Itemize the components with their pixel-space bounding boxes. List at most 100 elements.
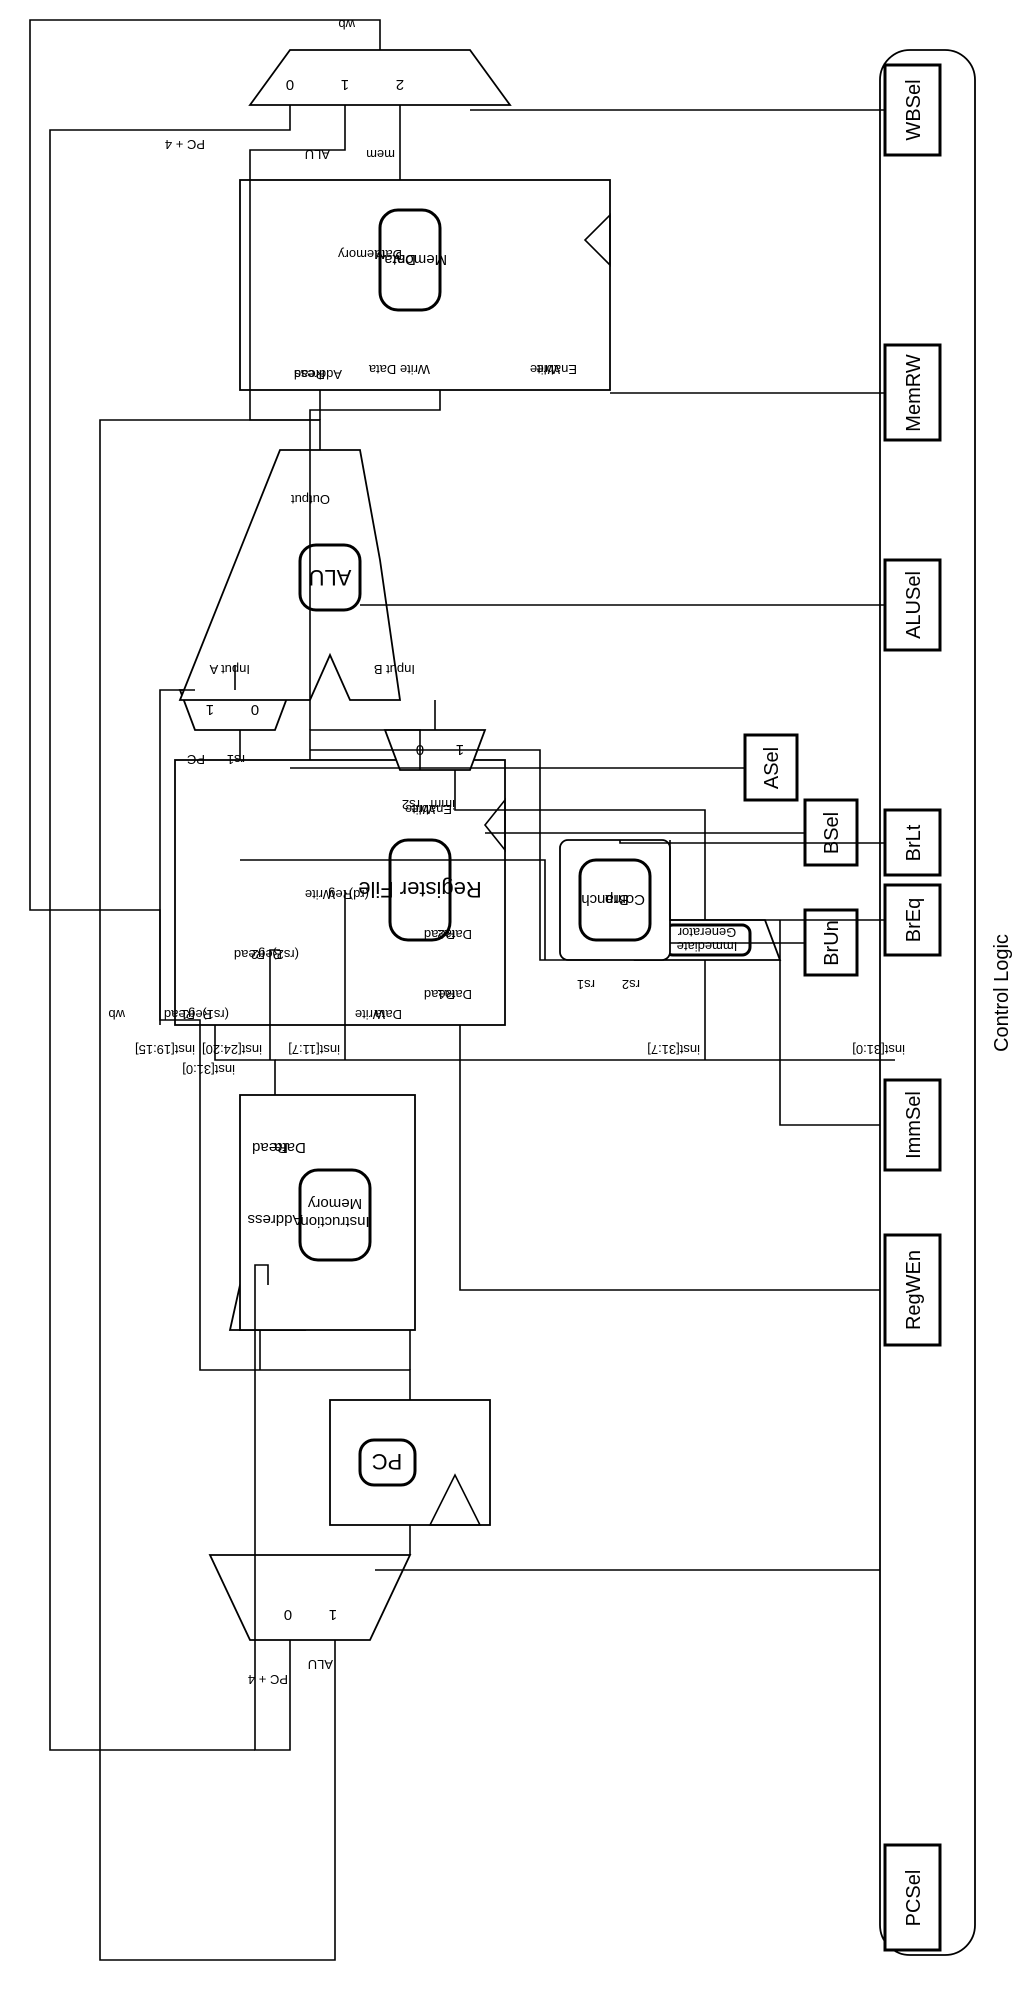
wb-mux (248, 49, 512, 106)
rf-label: Register File (358, 877, 481, 902)
rf-read-data2-a: Read (424, 927, 455, 942)
memrw-label: MemRW (903, 354, 925, 432)
regwen-box: RegWEn (883, 1233, 942, 1347)
immgen-label-1: Immediate (677, 939, 738, 954)
imem-data-label: Data (274, 1139, 306, 1156)
pcmux-input-1: 1 (329, 1606, 337, 1623)
imem-label-1: Instruction (300, 1213, 369, 1230)
pcmux-input-0: 0 (284, 1606, 292, 1623)
dmem-memory-data-b: Data (374, 247, 402, 262)
alu-inner-box (298, 543, 362, 612)
imem-address-label: Address (247, 1211, 302, 1228)
rf-read-reg1-c: (rs1) (202, 1007, 229, 1022)
breq-label: BrEq (903, 898, 925, 942)
wbmux-mem-label: mem (366, 147, 395, 162)
alu-label: ALU (309, 565, 352, 590)
dmem-label-1: Data (384, 251, 416, 268)
wbmux-pc4-label: PC + 4 (165, 137, 205, 152)
wbsel-box: WBSel (883, 63, 942, 157)
rf-read-data2-b: Data2 (437, 927, 472, 942)
pcsel-label: PCSel (903, 1870, 925, 1927)
wb-top-label: wb (338, 17, 356, 32)
wb-rf-label: wb (108, 1007, 126, 1022)
rf-write-data-a: Write (355, 1007, 385, 1022)
memrw-box: MemRW (883, 343, 942, 442)
rf-write-reg-b: Reg (328, 887, 352, 902)
branch-rs2-label: rs2 (622, 977, 640, 992)
bsel-label: BSel (821, 812, 843, 854)
imem-inner-box (298, 1168, 372, 1262)
inst-11-7-label: inst[11:7] (288, 1042, 340, 1057)
bmux-rs2-label: rs2 (402, 797, 420, 812)
imem-read-label: Read (252, 1139, 288, 1156)
amux-pc-label: PC (187, 752, 205, 767)
inst-31-0-b-label: inst[31:0] (852, 1042, 905, 1057)
rf-write-reg-c: (rd) (349, 887, 369, 902)
alu-input-a-label: Input A (209, 662, 250, 677)
pc-mux (208, 1554, 412, 1641)
dmem-memory-data-a: Memory (338, 247, 385, 262)
pc-clock-triangle (428, 1473, 482, 1526)
dmem-write-enable-b: Enable (537, 362, 577, 377)
inst-19-15-label: inst[19:15] (135, 1042, 195, 1057)
dmem-label-2: Memory (392, 251, 447, 268)
register-file (174, 759, 506, 1026)
branch-rs1-label: rs1 (577, 977, 595, 992)
rf-write-data-b: Data (374, 1007, 402, 1022)
pcmux-alu-label: ALU (308, 1657, 333, 1672)
rf-read-data1-b: Data1 (437, 987, 472, 1002)
breq-box: BrEq (883, 883, 942, 957)
amux-input-1: 1 (206, 701, 214, 718)
wbsel-label: WBSel (903, 79, 925, 140)
branch-comp-label-2: Comp (605, 891, 645, 908)
inst-24-20-label: inst[24:20] (202, 1042, 262, 1057)
brun-label: BrUn (821, 920, 843, 966)
amux-input-0: 0 (251, 701, 259, 718)
regwen-label: RegWEn (903, 1250, 925, 1330)
rf-write-enable-a: Write (405, 802, 435, 817)
rf-read-reg1-a: Read (164, 1007, 195, 1022)
inst-31-7-label: inst[31:7] (647, 1042, 700, 1057)
rf-write-reg-a: Write (305, 887, 335, 902)
rf-read-reg2-a: Read (234, 947, 265, 962)
rf-read-data1-a: Read (424, 987, 455, 1002)
pcmux-pc4-label: PC + 4 (248, 1672, 288, 1687)
amux-rs1-label: rs1 (227, 752, 245, 767)
dmem-inner-box (378, 208, 442, 312)
asel-box: ASel (743, 733, 799, 802)
control-logic-bar (879, 49, 976, 1956)
dmem-write-enable-a: Write (530, 362, 560, 377)
dmem-clock-triangle (583, 213, 611, 267)
wbmux-input-0: 0 (286, 76, 294, 93)
pc-label: PC (372, 1449, 403, 1474)
bsel-box: BSel (803, 798, 859, 867)
rf-clock-triangle (483, 797, 506, 853)
brun-box: BrUn (803, 908, 859, 977)
asel-label: ASel (761, 747, 783, 789)
wires (29, 19, 895, 1961)
control-logic-label: Control Logic (991, 934, 1013, 1052)
brlt-label: BrLt (903, 824, 925, 861)
alusel-label: ALUSel (903, 571, 925, 639)
branch-comp-label-1: Branch (581, 891, 629, 908)
inst-31-0-label: inst[31:0] (182, 1062, 235, 1077)
rf-write-enable-b: Enable (412, 802, 452, 817)
brlt-box: BrLt (883, 808, 942, 877)
wbmux-input-1: 1 (341, 76, 349, 93)
alu-input-b-label: Input B (374, 662, 415, 677)
dmem-read-address-b: Address (294, 367, 342, 382)
bmux-imm-label: imm (430, 797, 455, 812)
rf-inner-box (388, 838, 452, 942)
pcsel-box: PCSel (883, 1843, 942, 1952)
alu (178, 449, 402, 701)
imem-label-2: Memory (307, 1195, 362, 1212)
pc-inner-box (358, 1438, 417, 1487)
immgen-label-2: Generator (677, 925, 736, 940)
alusel-box: ALUSel (883, 558, 942, 652)
dmem-read-address-a: Read (294, 367, 325, 382)
branch-comp-inner-box (578, 858, 652, 942)
rf-read-reg1-b: Reg1 (181, 1007, 212, 1022)
